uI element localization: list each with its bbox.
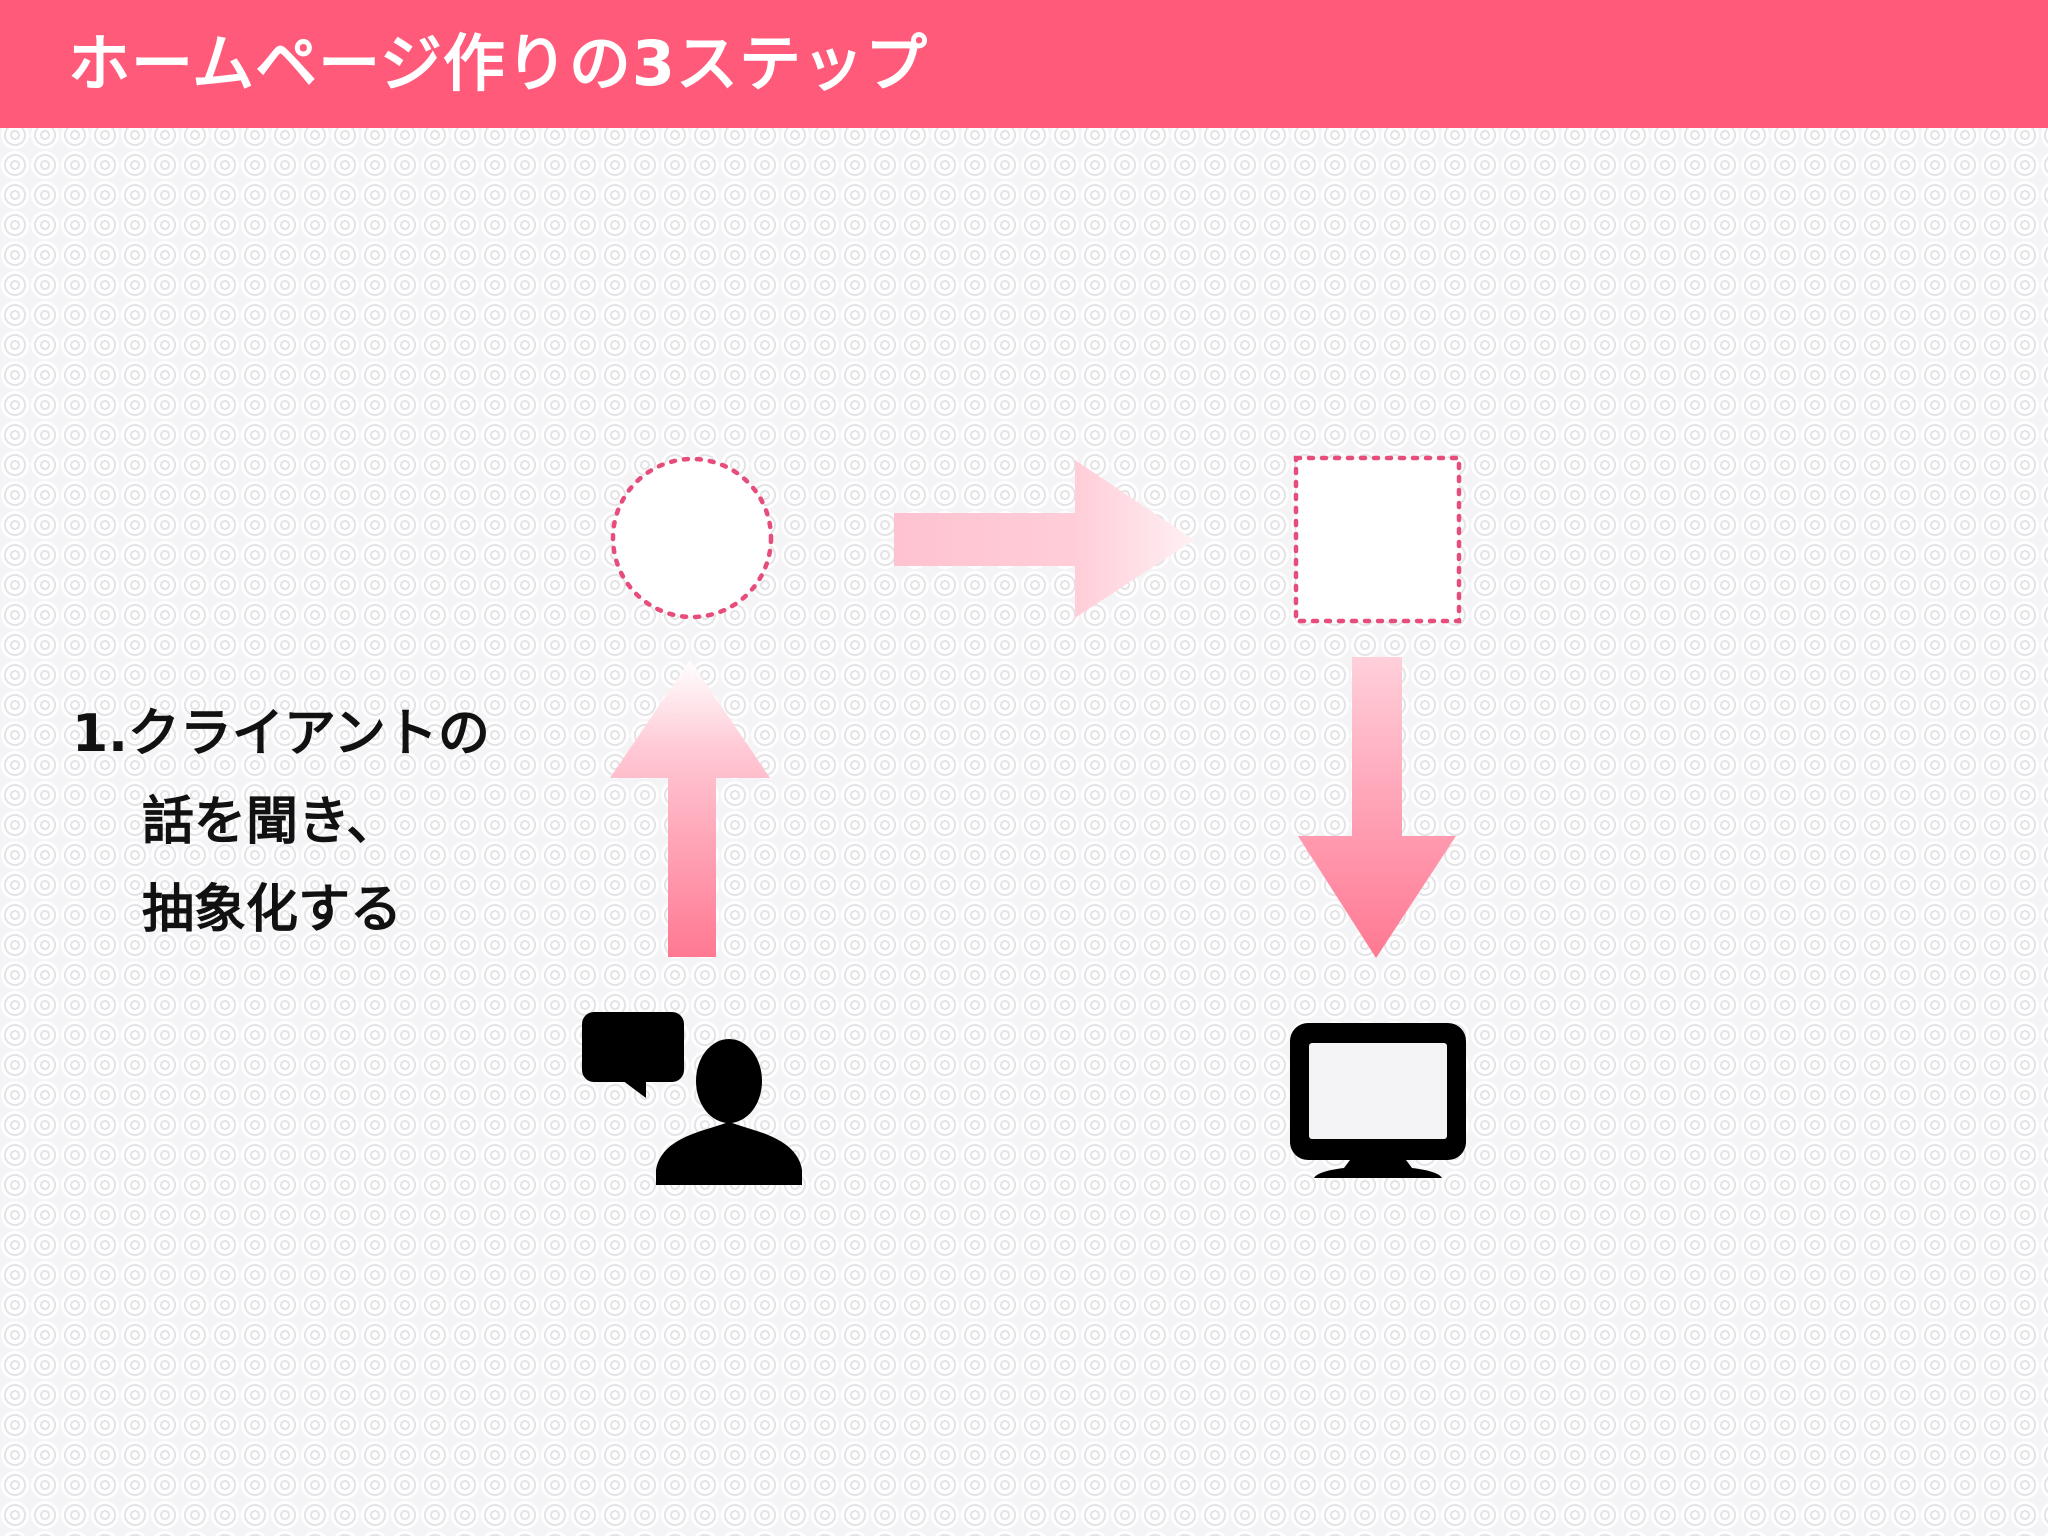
right-arrow	[894, 460, 1194, 618]
step-1-description: 1.クライアントの 話を聞き、 抽象化する	[72, 690, 490, 954]
step-1-line-3: 抽象化する	[142, 880, 403, 940]
speech-bubble-icon	[582, 1012, 684, 1098]
person-icon	[656, 1039, 802, 1185]
step-1-line-2: 話を聞き、	[142, 792, 399, 852]
chat-person-icon	[582, 1012, 802, 1185]
monitor-icon	[1290, 1023, 1466, 1178]
concrete-square	[1293, 455, 1462, 624]
down-arrow	[1298, 657, 1456, 958]
abstraction-circle	[610, 456, 774, 620]
up-arrow	[610, 660, 770, 957]
step-1-line-1: 1.クライアントの	[72, 704, 490, 764]
header-bar: ホームページ作りの3ステップ	[0, 0, 2048, 128]
page-title: ホームページ作りの3ステップ	[68, 27, 929, 100]
